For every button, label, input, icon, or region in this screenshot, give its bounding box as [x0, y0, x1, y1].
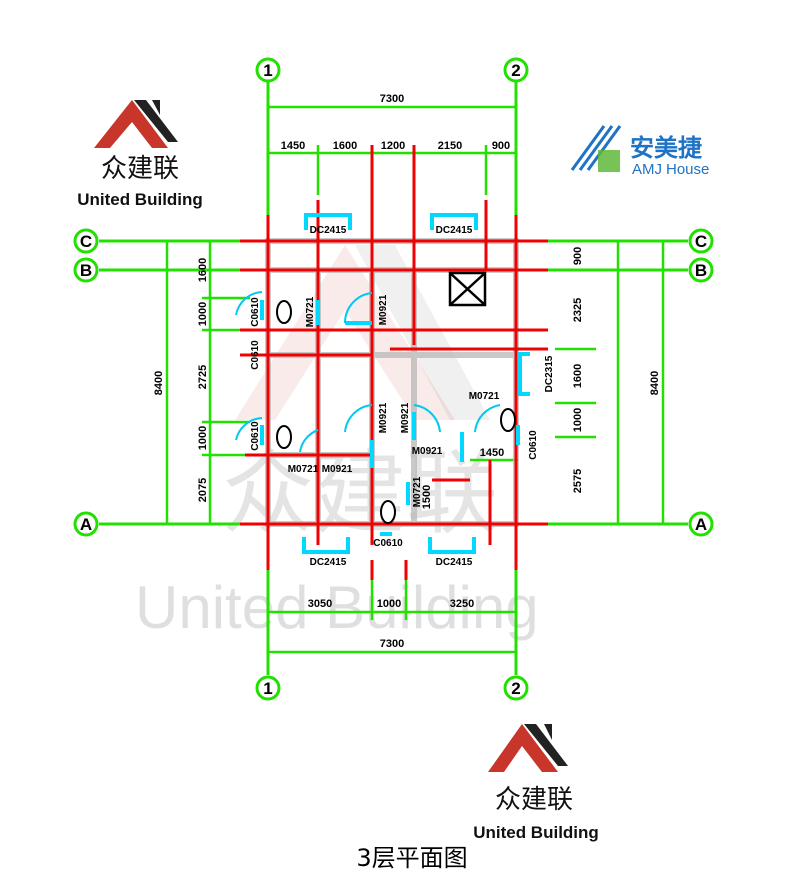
dim-bottom-seg-2: 1000 [377, 598, 401, 610]
axis-bubbles: 1 2 1 2 C B A C B A [73, 57, 714, 701]
dim-top-seg-1: 1450 [281, 140, 305, 152]
logo-bottom-en: United Building [473, 823, 599, 842]
axis-bubble-c-left: C [73, 228, 99, 254]
label-dc-top-2: DC2415 [436, 225, 473, 236]
structure-red [240, 145, 548, 580]
axis-bubble-c-right: C [688, 228, 714, 254]
svg-text:2: 2 [511, 679, 520, 698]
label-dc-bottom-2: DC2415 [436, 557, 473, 568]
svg-text:1: 1 [263, 679, 272, 698]
logo-top-left: 众建联 United Building [77, 100, 203, 209]
dim-inner-1500: 1500 [421, 485, 433, 509]
dim-top-seg-3: 1200 [381, 140, 405, 152]
openings-cyan [260, 213, 530, 554]
dim-left-seg-4: 1000 [197, 426, 209, 450]
label-c0610-2: C0610 [250, 340, 261, 370]
axis-bubble-a-right: A [688, 511, 714, 537]
label-c0610-right: C0610 [528, 430, 539, 460]
label-m0921-4: M0921 [412, 446, 443, 457]
dim-top-seg-4: 2150 [438, 140, 462, 152]
label-m0721-4: M0721 [412, 476, 423, 507]
logo-bottom-cn: 众建联 [495, 785, 573, 815]
toilet-fixtures [276, 300, 516, 524]
axis-bubble-b-right: B [688, 257, 714, 283]
logo-amj-cn: 安美捷 [630, 134, 702, 162]
label-dc-right: DC2315 [544, 355, 555, 392]
svg-text:2: 2 [511, 61, 520, 80]
label-dc-bottom-1: DC2415 [310, 557, 347, 568]
axis-bubble-2-top: 2 [503, 57, 529, 83]
dim-right-seg-4: 1000 [572, 408, 584, 432]
dim-right-seg-3: 1600 [572, 364, 584, 388]
dim-inner-1450: 1450 [480, 447, 504, 459]
dim-bottom-seg-1: 3050 [308, 598, 332, 610]
svg-text:A: A [80, 515, 92, 534]
logo-top-left-cn: 众建联 [101, 154, 179, 184]
dim-left-seg-3: 2725 [197, 365, 209, 389]
void-box [448, 271, 487, 307]
label-m0721-3: M0721 [469, 391, 500, 402]
page-title: 3层平面图 [356, 844, 467, 872]
label-m0921-5: M0921 [322, 464, 353, 475]
label-c0610-3: C0610 [250, 421, 261, 451]
label-m0921-2: M0921 [378, 402, 389, 433]
logo-top-left-en: United Building [77, 190, 203, 209]
dim-bottom-seg-3: 3250 [450, 598, 474, 610]
dim-left-seg-2: 1000 [197, 302, 209, 326]
dim-right-overall: 8400 [649, 371, 661, 395]
dim-top-seg-2: 1600 [333, 140, 357, 152]
element-labels: DC2415 DC2415 DC2415 DC2415 DC2315 C0610… [250, 225, 555, 568]
dim-left-seg-5: 2075 [197, 478, 209, 502]
axis-bubble-a-left: A [73, 511, 99, 537]
watermark-en: United Building [135, 574, 539, 641]
axis-bubble-b-left: B [73, 257, 99, 283]
logo-bottom: 众建联 United Building [473, 724, 599, 842]
svg-text:C: C [80, 232, 92, 251]
dim-top-seg-5: 900 [492, 140, 510, 152]
label-m0921-3: M0921 [400, 402, 411, 433]
logo-amj-en-b: House [666, 161, 709, 178]
logo-amj-en-a: AMJ [632, 161, 662, 178]
logo-amj: 安美捷 AMJ House [570, 125, 709, 178]
label-m0721-2: M0721 [288, 464, 319, 475]
dim-right-seg-5: 2575 [572, 469, 584, 493]
dimension-texts: 7300 1450 1600 1200 2150 900 3050 1000 3… [153, 93, 661, 650]
label-c0610-bottom: C0610 [373, 538, 403, 549]
dim-bottom-overall: 7300 [380, 638, 404, 650]
svg-text:B: B [80, 261, 92, 280]
label-m0921-1: M0921 [378, 294, 389, 325]
svg-text:A: A [695, 515, 707, 534]
dim-right-seg-1: 900 [572, 247, 584, 265]
axis-bubble-1-bottom: 1 [255, 675, 281, 701]
axis-bubble-2-bottom: 2 [503, 675, 529, 701]
dim-left-overall: 8400 [153, 371, 165, 395]
label-c0610-1: C0610 [250, 297, 261, 327]
svg-text:1: 1 [263, 61, 272, 80]
label-dc-top-1: DC2415 [310, 225, 347, 236]
label-m0721-1: M0721 [305, 296, 316, 327]
dim-top-overall: 7300 [380, 93, 404, 105]
door-swings [235, 291, 501, 453]
dim-right-seg-2: 2325 [572, 298, 584, 322]
dim-left-seg-1: 1600 [197, 258, 209, 282]
svg-text:C: C [695, 232, 707, 251]
svg-text:B: B [695, 261, 707, 280]
axis-bubble-1-top: 1 [255, 57, 281, 83]
